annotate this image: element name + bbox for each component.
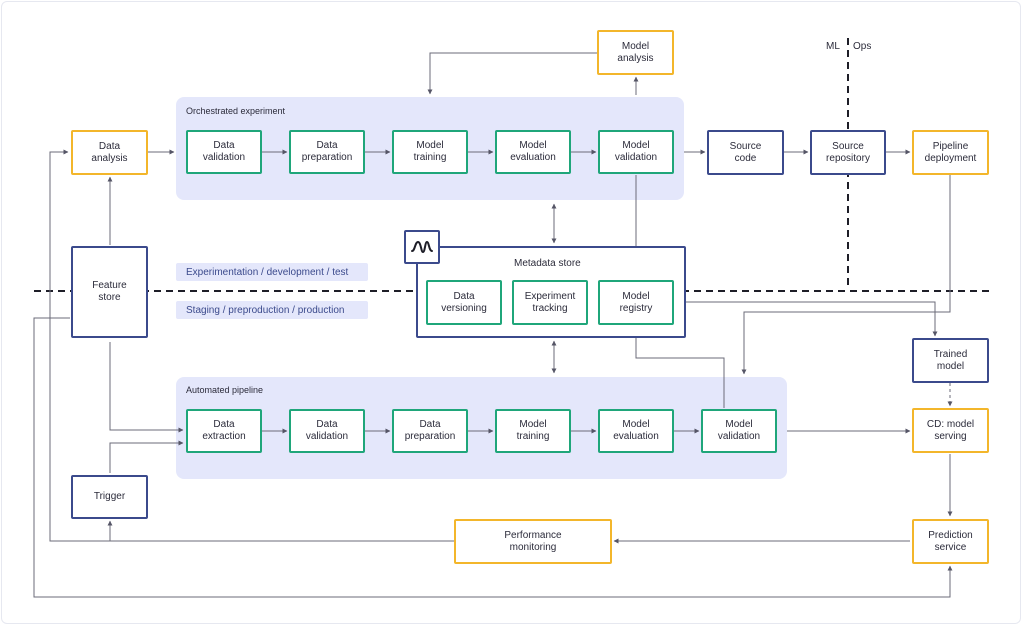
source-code: Source code — [707, 130, 784, 175]
cd-model-serving: CD: model serving — [912, 408, 989, 453]
pipeline-model-validation: Model validation — [701, 409, 777, 453]
performance-monitoring: Performance monitoring — [454, 519, 612, 564]
experiment-data-validation: Data validation — [186, 130, 262, 174]
data-versioning: Data versioning — [426, 280, 502, 325]
experiment-model-training: Model training — [392, 130, 468, 174]
experiment-data-preparation: Data preparation — [289, 130, 365, 174]
waveform-logo-icon — [404, 230, 440, 264]
data-analysis: Data analysis — [71, 130, 148, 175]
orchestrated-experiment-title: Orchestrated experiment — [186, 106, 286, 116]
pipeline-data-validation: Data validation — [289, 409, 365, 453]
trigger: Trigger — [71, 475, 148, 519]
trained-model: Trained model — [912, 338, 989, 383]
model-analysis: Model analysis — [597, 30, 674, 75]
ops-label: Ops — [853, 41, 872, 52]
feature-store: Feature store — [71, 246, 148, 338]
metadata-store-title: Metadata store — [514, 258, 581, 269]
ml-label: ML — [826, 41, 840, 52]
experiment-tracking: Experiment tracking — [512, 280, 588, 325]
pipeline-deployment: Pipeline deployment — [912, 130, 989, 175]
experiment-model-evaluation: Model evaluation — [495, 130, 571, 174]
source-repository: Source repository — [810, 130, 886, 175]
pipeline-data-extraction: Data extraction — [186, 409, 262, 453]
automated-pipeline-panel: Automated pipeline — [176, 377, 787, 479]
pipeline-model-training: Model training — [495, 409, 571, 453]
pipeline-model-evaluation: Model evaluation — [598, 409, 674, 453]
model-registry: Model registry — [598, 280, 674, 325]
experimentation-tag: Experimentation / development / test — [176, 263, 368, 281]
staging-tag: Staging / preproduction / production — [176, 301, 368, 319]
waveform-glyph — [411, 240, 433, 254]
prediction-service: Prediction service — [912, 519, 989, 564]
pipeline-data-preparation: Data preparation — [392, 409, 468, 453]
automated-pipeline-title: Automated pipeline — [186, 385, 264, 395]
experiment-model-validation: Model validation — [598, 130, 674, 174]
